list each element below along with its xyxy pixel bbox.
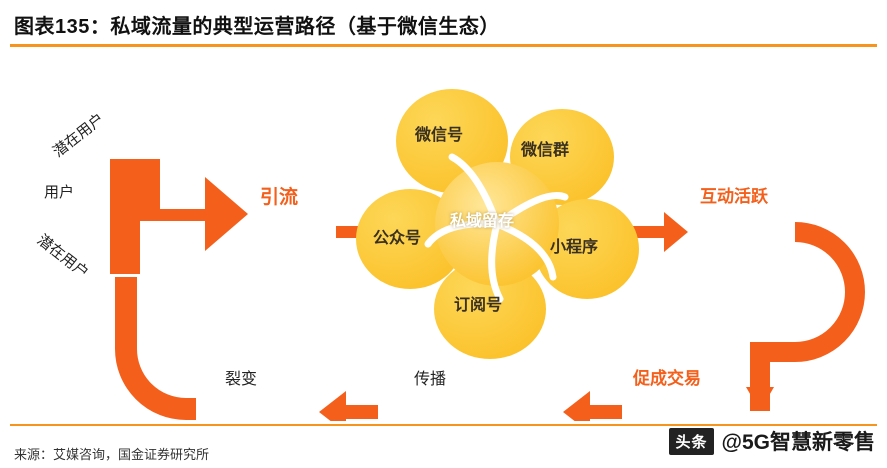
footer-divider (10, 424, 877, 426)
watermark-label: @5G智慧新零售 (721, 431, 876, 454)
right-loop (746, 222, 865, 411)
stage-label-cuchengjiaoyi: 促成交易 (633, 369, 701, 388)
stage-label-hudonghuoyue: 互动活跃 (700, 187, 768, 206)
source-note: 来源：艾媒咨询，国金证券研究所 (14, 447, 210, 462)
arrow-to-fission (319, 391, 378, 421)
petal-xiaochengxu (535, 199, 639, 299)
page-title: 图表135：私域流量的典型运营路径（基于微信生态） (14, 16, 500, 38)
flower-center (424, 153, 569, 303)
header-bar: 图表135：私域流量的典型运营路径（基于微信生态） (0, 0, 887, 46)
stage-label-yinliu: 引流 (260, 187, 299, 208)
petal-label-weixinhao: 微信号 (415, 127, 464, 144)
petal-label-dingyuehao: 订阅号 (454, 297, 503, 314)
petal-label-xiaochengxu: 小程序 (550, 239, 599, 256)
petal-dingyuehao (434, 259, 546, 359)
petal-label-weixinqun: 微信群 (521, 142, 570, 159)
watermark-badge: 头条 (669, 427, 714, 455)
flower-group (356, 89, 639, 359)
diagram-graphics (110, 89, 865, 421)
stage-label-liebian: 裂变 (225, 371, 258, 388)
flower-center-label: 私域留存 (450, 213, 515, 230)
arrow-to-interaction (632, 212, 688, 252)
diagram-canvas: 潜在用户 用户 潜在用户 引流 互动活跃 促成交易 传播 裂变 微信号 微信群 … (0, 49, 887, 421)
inflow-arrow (110, 159, 248, 274)
arrow-to-spread (563, 391, 622, 421)
petal-label-gongzhonghao: 公众号 (373, 230, 422, 247)
left-loop (115, 277, 196, 420)
header-divider (10, 44, 877, 47)
input-label-1: 用户 (44, 184, 75, 201)
watermark: 头条 @5G智慧新零售 (669, 424, 875, 458)
stage-label-chuanbo: 传播 (414, 371, 447, 388)
